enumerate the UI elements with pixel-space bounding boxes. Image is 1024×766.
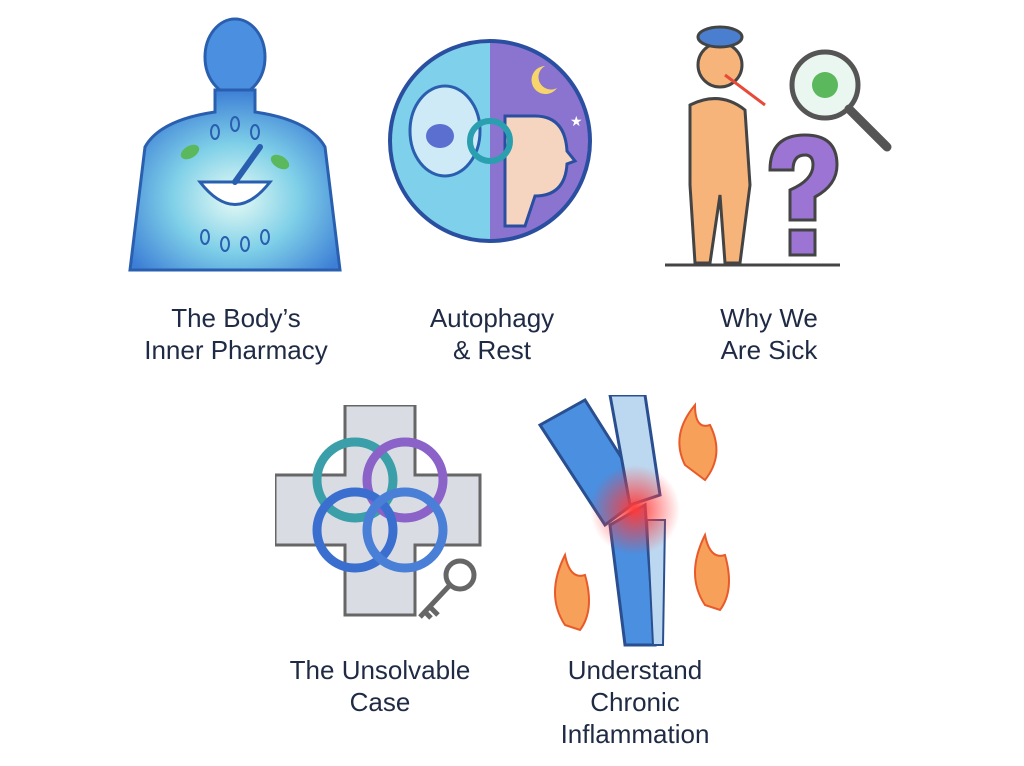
label-line: Inner Pharmacy <box>144 335 328 365</box>
label-line: Inflammation <box>560 719 710 749</box>
label-line: Understand <box>567 655 703 685</box>
label-line: Autophagy <box>429 303 555 333</box>
svg-text:★: ★ <box>570 113 583 129</box>
label-line: Chronic <box>590 687 680 717</box>
inflamed-knee-icon <box>537 395 730 647</box>
knot-cross-key-icon <box>275 405 482 620</box>
tile-label: The Unsolvable Case <box>290 654 471 718</box>
sick-person-question-icon <box>665 25 892 267</box>
label-line: Case <box>349 687 411 717</box>
tile-label: Autophagy & Rest <box>430 302 554 366</box>
tile-label: The Body’s Inner Pharmacy <box>144 302 328 366</box>
label-line: The Unsolvable <box>289 655 471 685</box>
cell-recycle-sleep-icon: ★★ <box>388 39 592 243</box>
label-line: & Rest <box>452 335 532 365</box>
label-line: Why We <box>720 303 818 333</box>
label-line: Are Sick <box>720 335 818 365</box>
svg-text:★: ★ <box>570 68 583 84</box>
tile-label: Why We Are Sick <box>720 302 818 366</box>
label-line: The Body’s <box>171 303 301 333</box>
tile-label: Understand Chronic Inflammation <box>561 654 710 750</box>
body-mortar-pestle-icon <box>128 17 342 272</box>
